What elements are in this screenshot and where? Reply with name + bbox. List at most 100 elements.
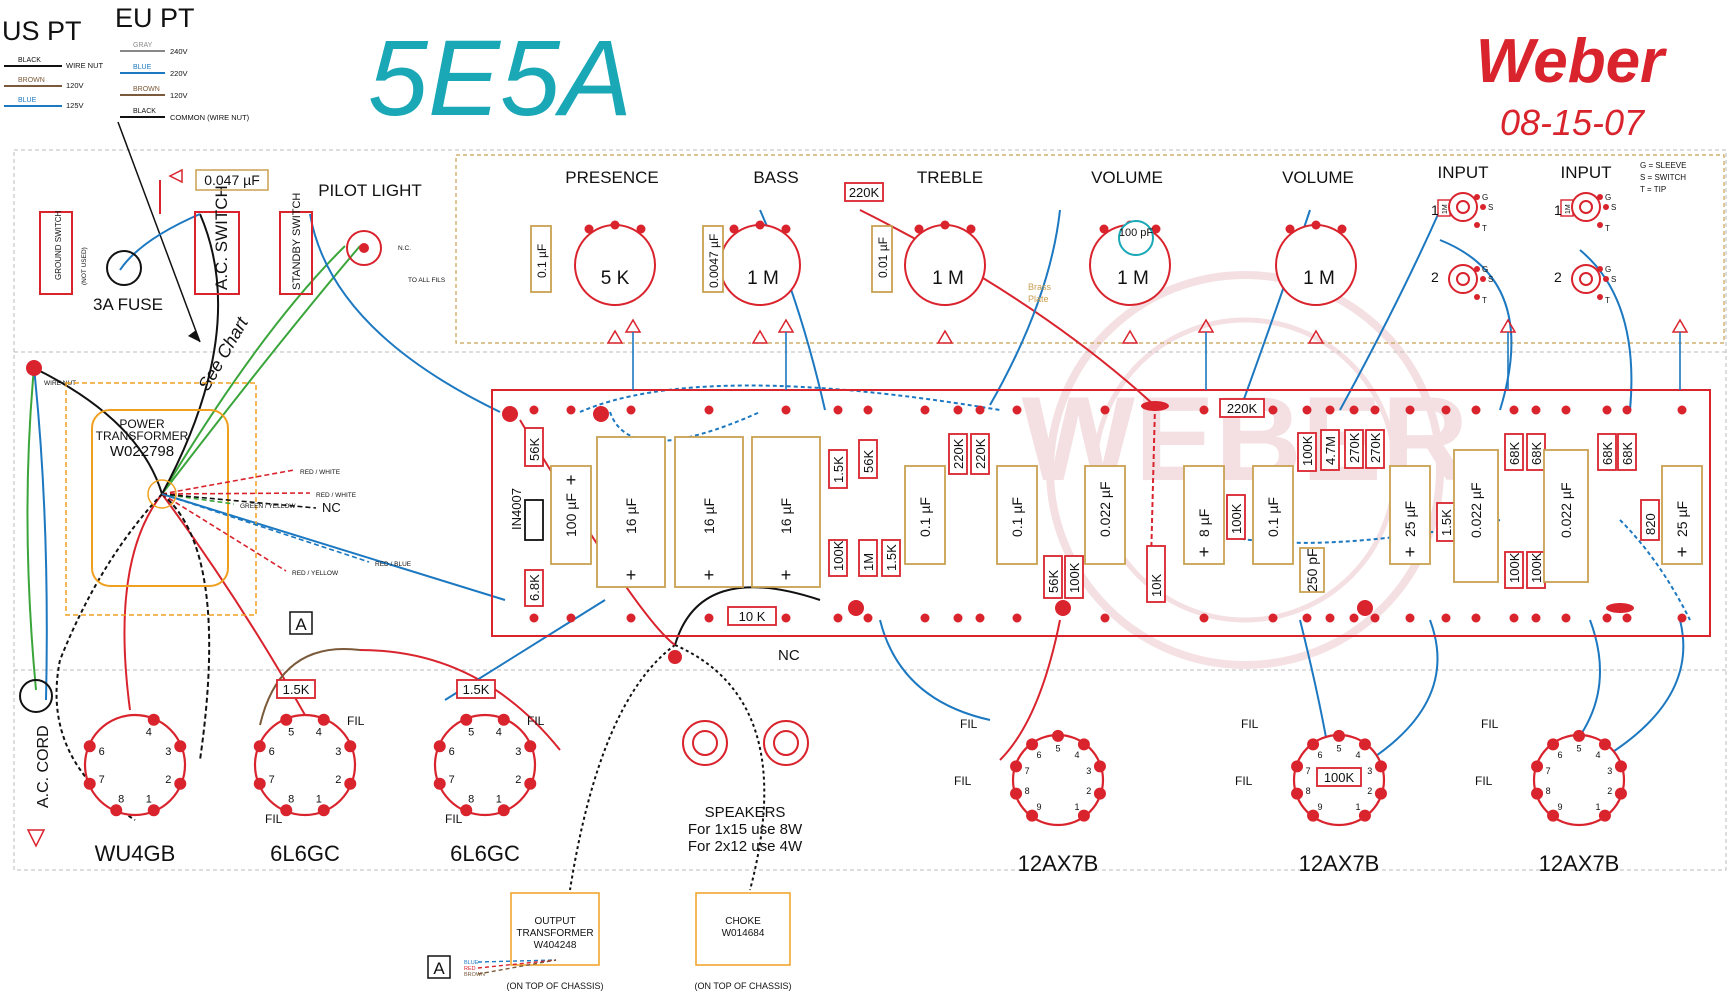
pt-lead-label-4: RED / YELLOW: [292, 570, 339, 577]
ot-lead-0: [477, 959, 557, 963]
board-arrow-icon-0: [624, 318, 642, 333]
tube-1-pin-label-5: 5: [288, 727, 294, 739]
eyelet-bottom-2: [626, 613, 636, 623]
tube-3-pin-label-5: 5: [1055, 744, 1060, 754]
pilot-light-center: [359, 243, 369, 253]
tube-3-pin-5: [1052, 729, 1064, 742]
ot-lead-label-0: BLUE: [464, 960, 479, 966]
board-arrow-icon-4: [1671, 318, 1689, 333]
speakers-line-2: For 2x12 use 4W: [688, 838, 803, 855]
input-0-jack-1-inner: [1456, 200, 1470, 214]
tube-0-pin-label-7: 7: [99, 774, 105, 786]
tube-5-pin-4: [1598, 738, 1611, 751]
power-transformer: [91, 409, 229, 587]
input-1-jack-1-pin-label-1: S: [1611, 203, 1616, 212]
tube-0-pin-label-6: 6: [99, 746, 105, 758]
tube-3-pin-3: [1093, 760, 1106, 773]
input-0-jack-1-pin-0: [1474, 194, 1480, 200]
brass-plate-label: Brass: [1028, 282, 1052, 292]
tube-3-fil-label-2: FIL: [954, 774, 972, 788]
pot-value-2: 1 M: [932, 268, 964, 289]
tube-5-pin-label-8: 8: [1546, 786, 1551, 796]
cap-0022F-11: [1453, 449, 1499, 583]
resistor-68K-17-label: 68K: [1507, 442, 1522, 465]
cap-16F-2-label: 16 µF: [701, 498, 717, 534]
pot-2-ground-arrow-icon: [936, 329, 954, 344]
eu-pt-color-1: BLUE: [133, 64, 152, 71]
pot-2-lug-1: [940, 220, 950, 230]
cap-0022F-12-label: 0.022 µF: [1558, 482, 1574, 538]
resistor-56K-9: [1043, 555, 1063, 599]
ot-label-1: OUTPUT: [534, 916, 575, 927]
eyelet-bottom-5: [833, 613, 843, 623]
tube-2-pin-label-3: 3: [515, 746, 521, 758]
model-title: 5E5A: [368, 17, 632, 138]
eyelet-top-10: [1012, 405, 1022, 415]
tube-5-pin-9: [1547, 809, 1560, 822]
input-1-jack-2-pin-2: [1597, 294, 1603, 300]
tube-1-pin-3: [344, 740, 357, 753]
speaker-jack-1-inner: [692, 730, 718, 756]
input-0-jack-2[interactable]: [1448, 264, 1478, 294]
bright-cap-label: 100 pF: [1119, 227, 1154, 239]
eyelet-top-20: [1471, 405, 1481, 415]
tube-1-pin-label-2: 2: [335, 774, 341, 786]
input-title-1: INPUT: [1561, 163, 1612, 182]
input-1-jack-1[interactable]: [1571, 192, 1601, 222]
input-0-jack-2-pin-label-2: T: [1482, 296, 1487, 305]
tube-1-pin-label-6: 6: [269, 746, 275, 758]
tube-3-pin-label-3: 3: [1086, 766, 1091, 776]
resistor-100K-4-label: 100K: [831, 540, 846, 571]
input-1-jack-2-pin-label-0: G: [1605, 265, 1611, 274]
tube-5-pin-2: [1614, 787, 1627, 800]
pt-lead-0: [161, 469, 295, 495]
tube-2-pin-7: [433, 777, 446, 790]
input-0-jack-1[interactable]: [1448, 192, 1478, 222]
input-title-0: INPUT: [1438, 163, 1489, 182]
tube-1-resistor: [276, 679, 316, 699]
tone-cap-1: [702, 225, 724, 293]
tube-0-pin-label-4: 4: [146, 727, 152, 739]
resistor-56K-0: [524, 427, 544, 467]
resistor-68K-21-label: 68K: [1600, 442, 1615, 465]
cap-100F-0-label: 100 µF: [563, 493, 579, 537]
tube-0-pin-1: [147, 804, 160, 817]
resistor-100K-12: [1297, 432, 1317, 472]
resistor-56K-0-label: 56K: [527, 438, 542, 461]
resistor-15K-6: [881, 539, 901, 577]
resistor-47M-13: [1320, 429, 1340, 471]
choke-note: (ON TOP OF CHASSIS): [694, 981, 791, 991]
eyelet-top-26: [1677, 405, 1687, 415]
resistor-68K-17: [1504, 433, 1524, 471]
resistor-1M-5-label: 1M: [861, 553, 876, 571]
tube-2-pin-8: [460, 804, 473, 817]
resistor-10k: [727, 606, 777, 626]
tone-cap-0: [530, 225, 552, 293]
ac-switch: [194, 211, 240, 295]
tube-1-pin-label-4: 4: [316, 727, 322, 739]
tube-3-pin-label-2: 2: [1086, 786, 1091, 796]
tube-5-pin-label-5: 5: [1576, 744, 1581, 754]
tone-cap-label-1: 0.0047 µF: [707, 234, 721, 288]
tube-1-pin-label-7: 7: [269, 774, 275, 786]
tube-name-0: WU4GB: [95, 841, 176, 866]
resistor-68K-22-label: 68K: [1620, 442, 1635, 465]
tube-5-pin-8: [1531, 787, 1544, 800]
cap-16F-3: [751, 436, 821, 588]
power-section: GROUND SWITCH (NOT USED) A.C. SWITCH STA…: [19, 168, 446, 848]
eyelet-bottom-15: [1325, 613, 1335, 623]
eyelet-top-1: [566, 405, 576, 415]
pt-lead-label-5: RED / BLUE: [375, 561, 412, 568]
ot-lead-label-2: BROWN: [464, 972, 485, 978]
pot-value-1: 1 M: [747, 268, 779, 289]
tube-2-fil-label-2: FIL: [445, 812, 463, 826]
tube-socket-1: [253, 713, 357, 817]
tube-4-pin-label-7: 7: [1306, 766, 1311, 776]
pot-4-lug-0: [1285, 224, 1295, 234]
eyelet-top-11: [1100, 405, 1110, 415]
input-1-jack-2[interactable]: [1571, 264, 1601, 294]
eyelet-bottom-11: [1100, 613, 1110, 623]
pot-4: [1275, 224, 1357, 306]
tube-2-pin-4: [497, 713, 510, 726]
